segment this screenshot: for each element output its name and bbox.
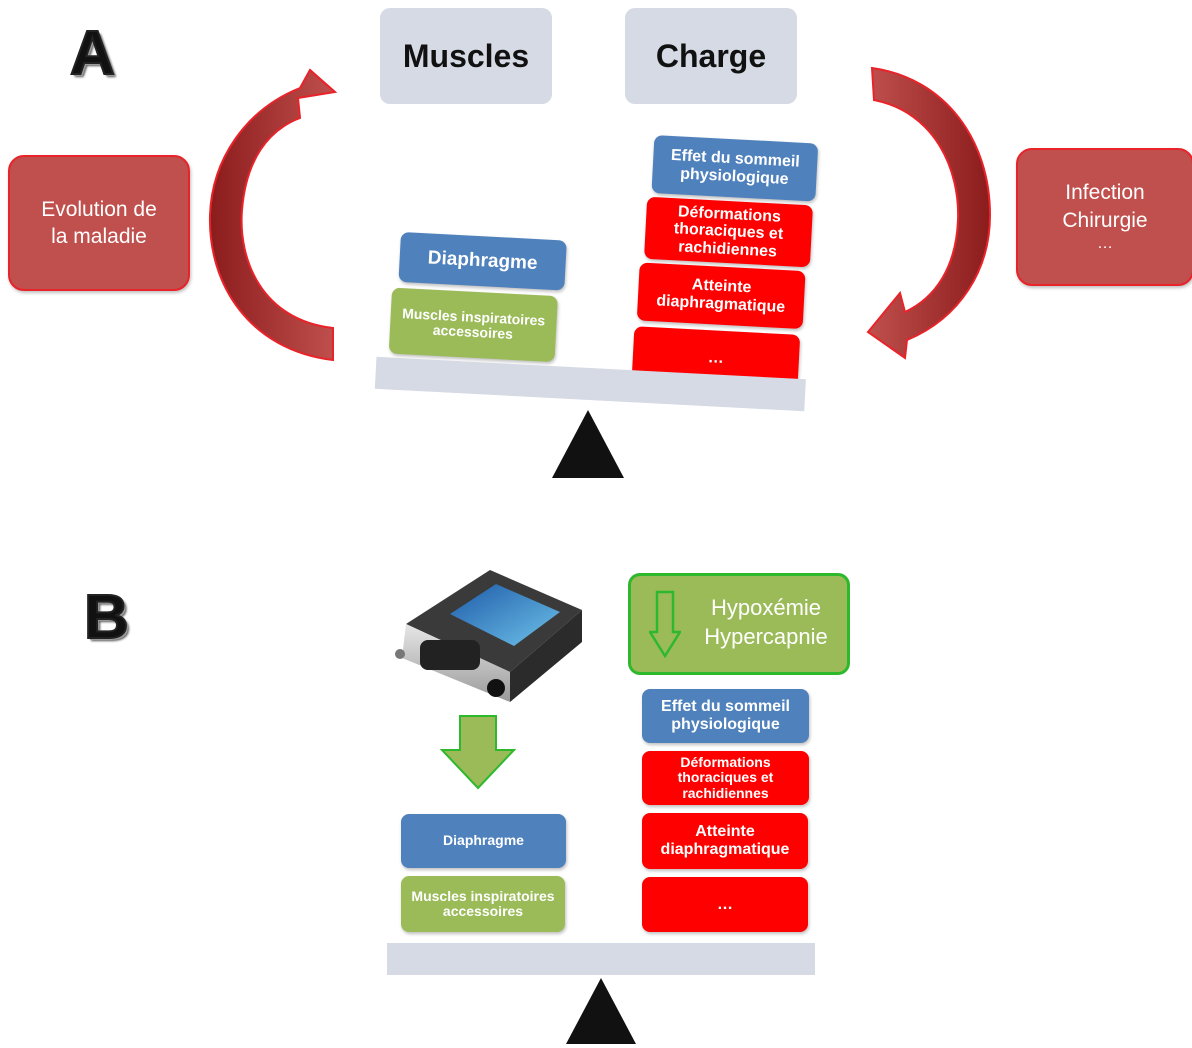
panel-a-letter: A xyxy=(69,18,116,89)
muscles-header: Muscles xyxy=(380,8,552,104)
hypercapnia-label: Hypercapnie xyxy=(704,623,828,649)
infection-label: Infection xyxy=(1065,181,1145,205)
ventilator-image xyxy=(395,570,582,702)
deformations-block-b: Déformations thoraciques et rachidiennes xyxy=(642,751,809,805)
accessory-muscles-block-b: Muscles inspiratoires accessoires xyxy=(401,876,565,932)
fulcrum-b xyxy=(566,978,636,1044)
deformations-block-a: Déformations thoraciques et rachidiennes xyxy=(643,196,814,268)
hypoxemia-label: Hypoxémie xyxy=(710,595,822,620)
diaphragm-block-b: Diaphragme xyxy=(401,814,566,868)
balance-a: Diaphragme Muscles inspiratoires accesso… xyxy=(374,119,819,421)
sleep-effect-block-b: Effet du sommeil physiologique xyxy=(642,689,809,743)
beam-b xyxy=(387,943,815,975)
charge-header: Charge xyxy=(625,8,797,104)
disease-evolution-line1: Evolution de xyxy=(41,197,157,221)
other-load-block-b: … xyxy=(642,877,808,932)
panel-b-letter: B xyxy=(83,582,130,653)
diaphragm-damage-block-a: Atteinte diaphragmatique xyxy=(636,262,806,330)
outcome-box: Hypoxémie Hypercapnie xyxy=(628,573,850,675)
right-curved-arrow xyxy=(866,66,992,360)
green-down-arrow xyxy=(440,715,516,790)
left-curved-arrow xyxy=(208,68,338,362)
disease-evolution-box: Evolution de la maladie xyxy=(8,155,190,291)
sleep-effect-block-a: Effet du sommeil physiologique xyxy=(651,135,819,202)
fulcrum-a xyxy=(552,410,624,478)
surgery-label: Chirurgie xyxy=(1062,208,1148,232)
accessory-muscles-block-a: Muscles inspiratoires accessoires xyxy=(388,287,558,363)
ellipsis-label: … xyxy=(1097,234,1113,252)
disease-evolution-line2: la maladie xyxy=(51,225,147,248)
diaphragm-block-a: Diaphragme xyxy=(398,231,567,291)
aggravating-factors-box: Infection Chirurgie … xyxy=(1016,148,1192,286)
outcome-down-arrow-icon xyxy=(649,590,681,658)
curved-arrows xyxy=(208,66,992,362)
diaphragm-damage-block-b: Atteinte diaphragmatique xyxy=(642,813,808,869)
